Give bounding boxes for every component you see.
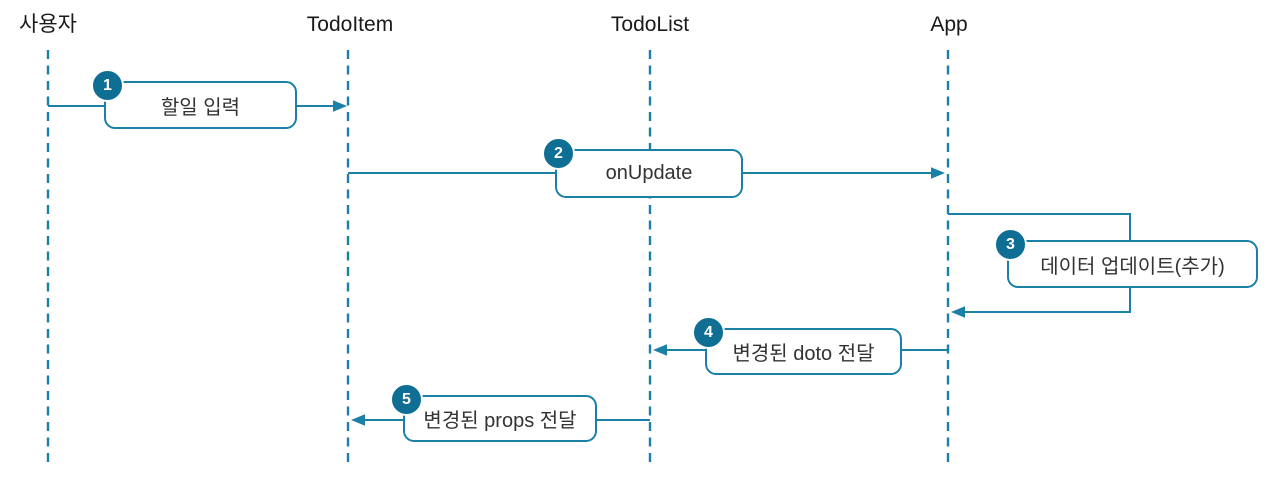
arrow-step-2-head xyxy=(931,167,945,179)
arrow-step-1-head xyxy=(333,100,347,112)
step-box-4: 4 변경된 doto 전달 xyxy=(692,316,902,375)
step-label-2: onUpdate xyxy=(605,162,693,184)
step-label-5: 변경된 props 전달 xyxy=(423,410,577,432)
arrow-step-4-head xyxy=(653,344,667,356)
step-badge-3: 3 xyxy=(994,228,1027,261)
step-badge-5: 5 xyxy=(390,383,423,416)
arrow-step-3-head xyxy=(951,306,965,318)
actor-label-user: 사용자 xyxy=(19,13,77,36)
actor-label-todoitem: TodoItem xyxy=(306,13,394,36)
step-label-1: 할일 입력 xyxy=(160,96,241,119)
step-label-3: 데이터 업데이트(추가) xyxy=(1040,255,1225,278)
step-box-1: 1 할일 입력 xyxy=(91,69,297,129)
step-box-5: 5 변경된 props 전달 xyxy=(390,383,597,442)
step-label-4: 변경된 doto 전달 xyxy=(732,343,875,365)
step-badge-4: 4 xyxy=(692,316,725,349)
actor-label-todolist: TodoList xyxy=(610,13,690,36)
step-badge-1: 1 xyxy=(91,69,124,102)
actor-label-app: App xyxy=(930,13,968,36)
step-box-3: 3 데이터 업데이트(추가) xyxy=(994,228,1258,288)
arrow-step-5-head xyxy=(351,414,365,426)
step-box-2: 2 onUpdate xyxy=(542,137,743,198)
step-badge-2: 2 xyxy=(542,137,575,170)
